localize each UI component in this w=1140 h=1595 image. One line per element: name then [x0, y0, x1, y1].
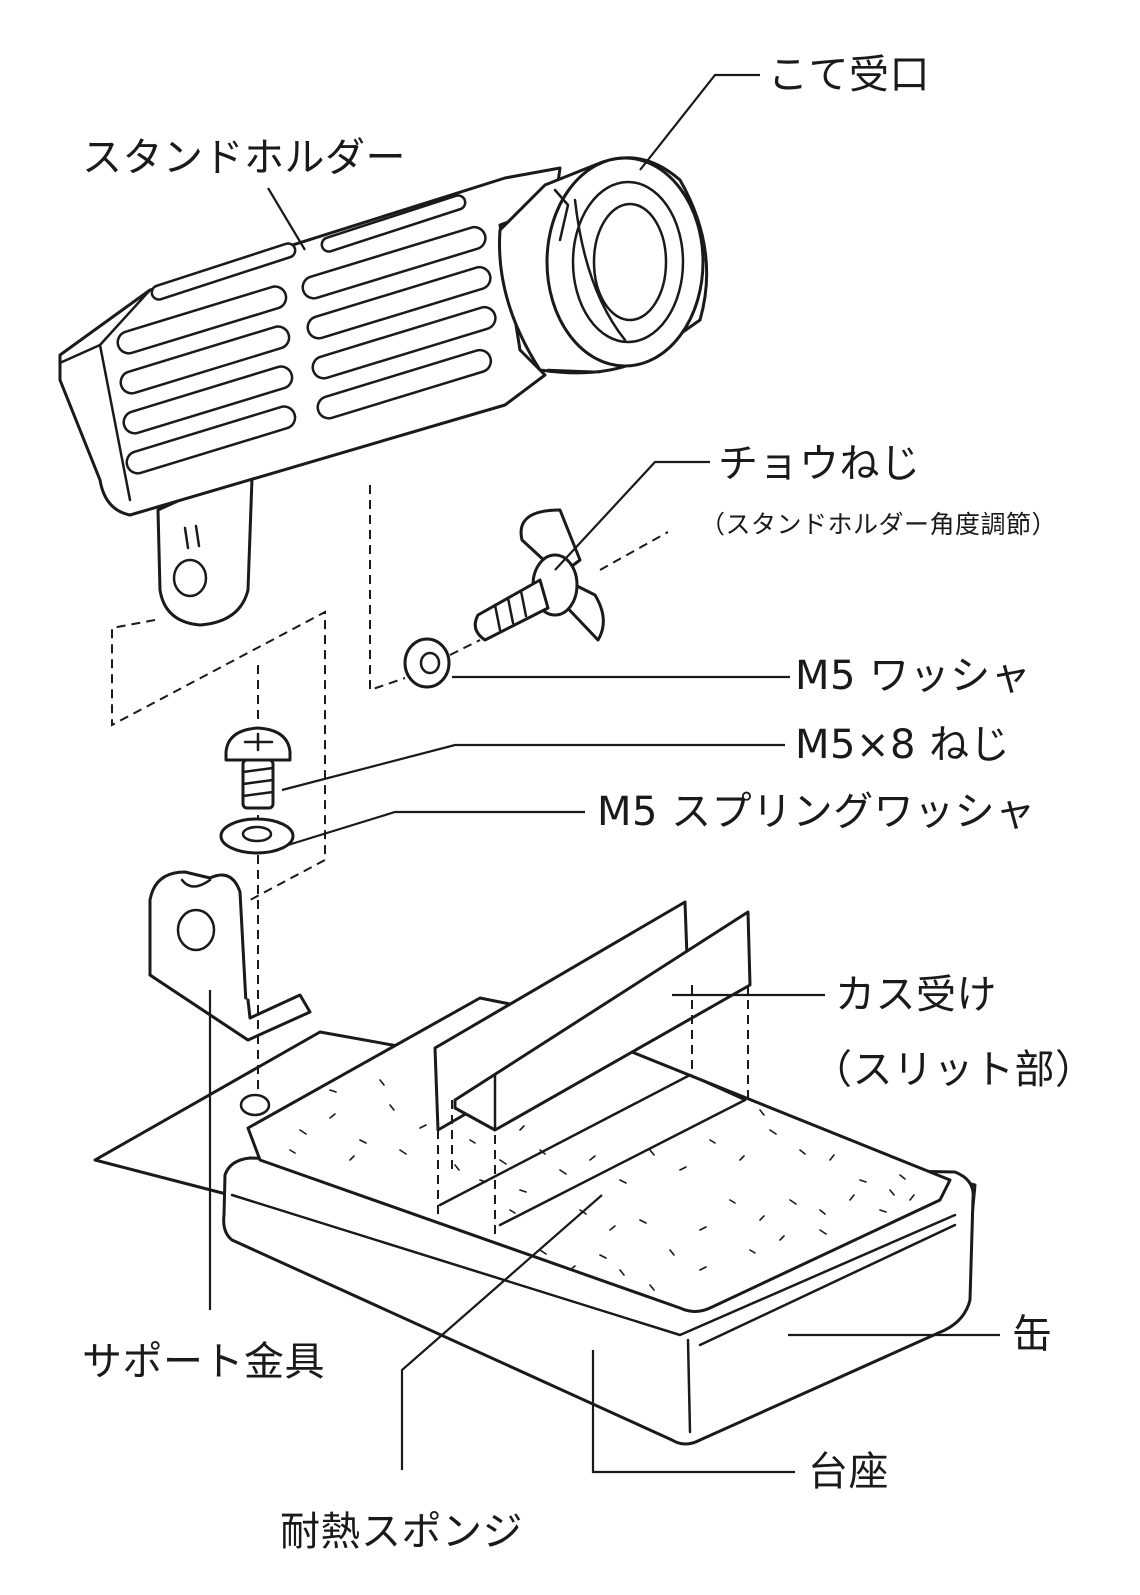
- stand-holder-part: [58, 166, 562, 627]
- label-base: 台座: [808, 1449, 889, 1495]
- sponge-texture: [289, 1079, 915, 1291]
- dross-catcher-part: [433, 900, 752, 1132]
- m5x8-screw-part: [224, 726, 292, 810]
- label-support-bracket: サポート金具: [82, 1339, 325, 1385]
- leader-lines: [208, 73, 1000, 1474]
- label-wing-screw: チョウねじ: [718, 441, 921, 487]
- label-m5x8-screw: M5×8 ねじ: [795, 722, 1011, 768]
- label-stand-holder: スタンドホルダー: [82, 135, 406, 181]
- assembly-guide-lines: [111, 485, 749, 1235]
- heat-resistant-sponge-part: [246, 996, 952, 1313]
- label-m5-washer: M5 ワッシャ: [795, 653, 1032, 699]
- label-can: 缶: [1012, 1312, 1053, 1358]
- label-m5-spring-washer: M5 スプリングワッシャ: [597, 789, 1036, 835]
- label-dross-catcher-note: （スリット部）: [812, 1047, 1096, 1093]
- label-heat-resistant-sponge: 耐熱スポンジ: [280, 1509, 523, 1555]
- support-bracket-part: [148, 870, 312, 1042]
- m5-washer-part: [403, 637, 451, 689]
- wing-screw-part: [473, 508, 605, 642]
- label-wing-screw-note: （スタンドホルダー角度調節）: [700, 510, 1058, 539]
- label-iron-receptacle: こて受口: [768, 52, 930, 98]
- label-dross-catcher: カス受け: [835, 972, 997, 1018]
- iron-receptacle-part: [498, 156, 709, 375]
- m5-spring-washer-part: [219, 817, 295, 855]
